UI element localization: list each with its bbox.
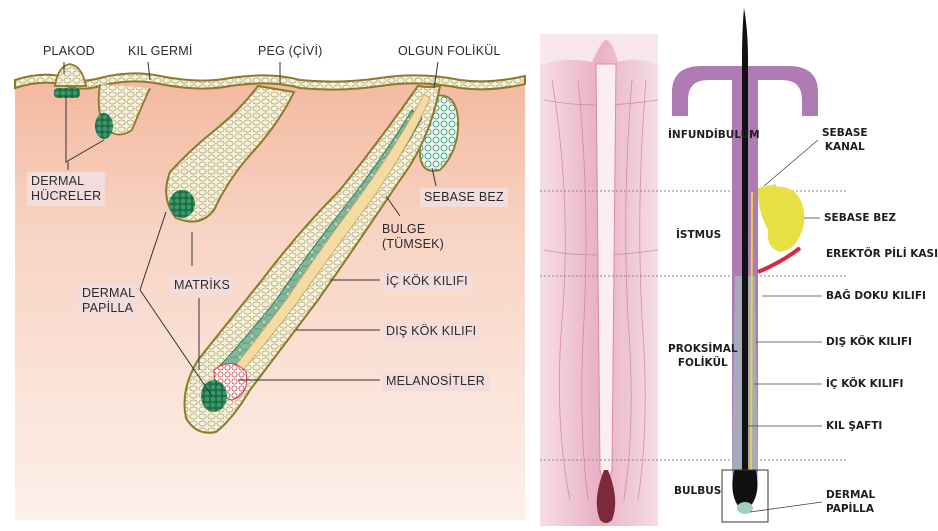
region-infundibulum: İNFUNDİBULUM bbox=[668, 128, 760, 142]
label-peg: PEG (ÇİVİ) bbox=[258, 44, 323, 59]
callout-dermal-hucreler-line2: HÜCRELER bbox=[31, 189, 101, 204]
label-kil-germi: KIL GERMİ bbox=[128, 44, 193, 59]
label-bag-doku-kilifi: BAĞ DOKU KILIFI bbox=[826, 289, 926, 303]
callout-dermal-hucreler-line1: DERMAL bbox=[31, 174, 101, 189]
callout-dermal-hucreler: DERMAL HÜCRELER bbox=[27, 172, 105, 206]
label-sebase-bez: SEBASE BEZ bbox=[824, 211, 896, 225]
callout-dermal-papilla: DERMAL PAPİLLA bbox=[78, 284, 139, 318]
follicle-development-drawing bbox=[0, 0, 532, 531]
callout-matriks: MATRİKS bbox=[170, 276, 234, 295]
region-proksimal-folikul: PROKSİMAL FOLİKÜL bbox=[668, 342, 738, 370]
histology-follicle bbox=[596, 64, 616, 480]
inner-root-sheath-line bbox=[751, 192, 752, 470]
hair-germ-dermal-cells bbox=[95, 113, 113, 139]
callout-dis-kok-kilifi: DIŞ KÖK KILIFI bbox=[382, 322, 480, 341]
region-bulbus: BULBUS bbox=[674, 484, 721, 498]
label-sebase-kanal-line2: KANAL bbox=[822, 140, 868, 154]
infundibulum-right-lip bbox=[754, 66, 818, 116]
label-kil-safti: KIL ŞAFTI bbox=[826, 419, 882, 433]
callout-bulge-line2: (TÜMSEK) bbox=[382, 237, 444, 252]
callout-dermal-papilla-line2: PAPİLLA bbox=[82, 301, 135, 316]
sebaceous-gland-right bbox=[758, 186, 804, 252]
region-istmus: İSTMUS bbox=[676, 228, 721, 242]
callout-bulge: BULGE (TÜMSEK) bbox=[382, 222, 444, 252]
region-proksimal-line2: FOLİKÜL bbox=[668, 356, 738, 370]
label-olgun-folikul: OLGUN FOLİKÜL bbox=[398, 44, 501, 59]
hair-follicle-anatomy-diagram: İNFUNDİBULUM İSTMUS PROKSİMAL FOLİKÜL BU… bbox=[532, 0, 938, 531]
callout-bulge-line1: BULGE bbox=[382, 222, 444, 237]
region-proksimal-line1: PROKSİMAL bbox=[668, 342, 738, 356]
placode-dermal-cells bbox=[54, 88, 80, 98]
callout-ic-kok-kilifi: İÇ KÖK KILIFI bbox=[382, 272, 472, 291]
label-dis-kok-kilifi: DIŞ KÖK KILIFI bbox=[826, 335, 912, 349]
peg-dermal-papilla bbox=[169, 190, 195, 218]
callout-sebase-bez: SEBASE BEZ bbox=[420, 188, 508, 207]
hair-follicle-development-diagram: PLAKOD KIL GERMİ PEG (ÇİVİ) OLGUN FOLİKÜ… bbox=[0, 0, 532, 531]
label-dermal-papilla-right: DERMAL PAPİLLA bbox=[826, 488, 875, 516]
label-plakod: PLAKOD bbox=[43, 44, 95, 59]
callout-melanositler: MELANOSİTLER bbox=[382, 372, 489, 391]
label-ic-kok-kilifi: İÇ KÖK KILIFI bbox=[826, 377, 903, 391]
label-dermal-papilla-line2: PAPİLLA bbox=[826, 502, 875, 516]
follicle-anatomy-drawing bbox=[532, 0, 938, 531]
label-dermal-papilla-line1: DERMAL bbox=[826, 488, 875, 502]
callout-dermal-papilla-line1: DERMAL bbox=[82, 286, 135, 301]
infundibulum-left-lip bbox=[672, 66, 736, 116]
label-sebase-kanal: SEBASE KANAL bbox=[822, 126, 868, 154]
label-erektor-pili: EREKTÖR PİLİ KASI bbox=[826, 247, 938, 261]
label-sebase-kanal-line1: SEBASE bbox=[822, 126, 868, 140]
